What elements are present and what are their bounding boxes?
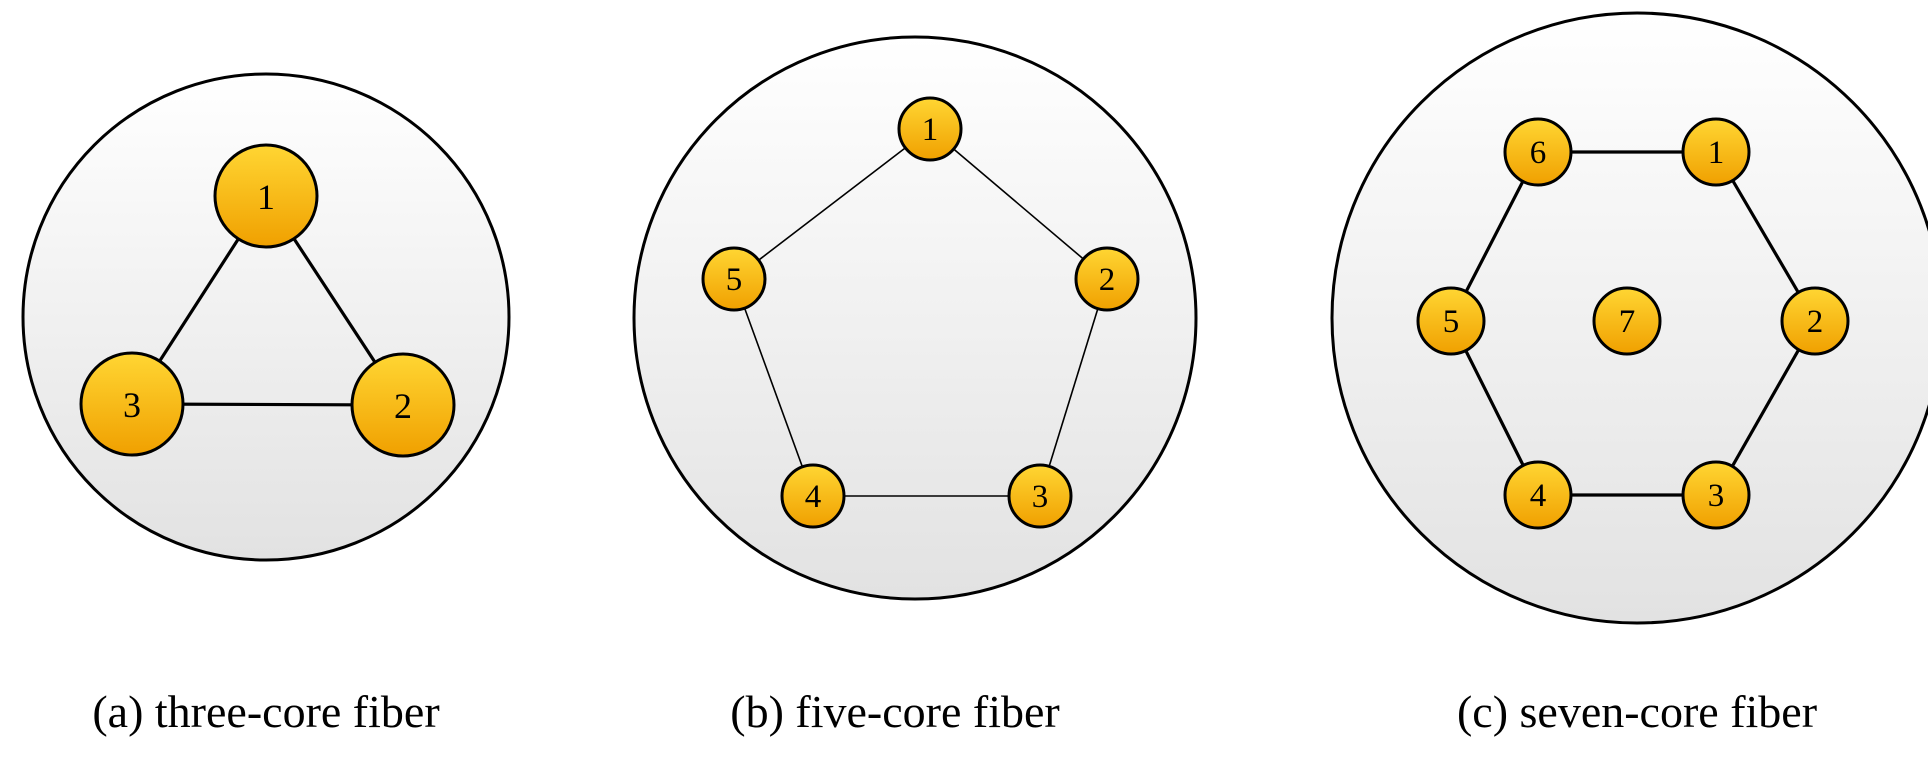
core-label: 1 xyxy=(922,112,939,148)
coupling-link-1-2 xyxy=(929,128,1108,280)
core-circle xyxy=(1503,117,1573,187)
core-circle xyxy=(1007,463,1073,529)
core-label: 7 xyxy=(1619,304,1636,340)
fiber-core-7: 7 xyxy=(1592,286,1662,356)
core-label: 2 xyxy=(1807,304,1824,340)
fiber-core-3: 3 xyxy=(1007,463,1073,529)
core-circle xyxy=(1780,286,1850,356)
fiber-core-4: 4 xyxy=(1503,460,1573,530)
fiber-core-6: 6 xyxy=(1503,117,1573,187)
core-label: 3 xyxy=(1032,479,1049,515)
fiber-core-1: 1 xyxy=(1681,117,1751,187)
cladding-circle xyxy=(632,35,1198,601)
core-circle xyxy=(79,351,185,457)
coupling-link-2-3 xyxy=(1039,278,1108,497)
core-circle xyxy=(1503,460,1573,530)
core-label: 3 xyxy=(1708,478,1725,514)
fiber-core-2: 2 xyxy=(350,352,456,458)
panel-five-core: 1 2 3 4 5 xyxy=(632,35,1198,601)
core-circle xyxy=(897,96,963,162)
coupling-link-4-5 xyxy=(733,278,814,497)
fiber-core-1: 1 xyxy=(897,96,963,162)
core-circle xyxy=(1074,246,1140,312)
caption-seven-core: (c) seven-core fiber xyxy=(1457,686,1817,737)
core-label: 4 xyxy=(1530,478,1547,514)
fiber-core-2: 2 xyxy=(1074,246,1140,312)
core-circle xyxy=(350,352,456,458)
core-circle xyxy=(1681,117,1751,187)
fiber-core-1: 1 xyxy=(213,143,319,249)
core-circle xyxy=(1416,286,1486,356)
core-label: 4 xyxy=(805,479,822,515)
caption-three-core: (a) three-core fiber xyxy=(92,686,439,737)
caption-five-core: (b) five-core fiber xyxy=(730,686,1059,737)
core-circle xyxy=(1592,286,1662,356)
core-label: 3 xyxy=(123,385,141,425)
core-label: 5 xyxy=(726,262,743,298)
fiber-core-2: 2 xyxy=(1780,286,1850,356)
core-circle xyxy=(780,463,846,529)
core-label: 1 xyxy=(257,177,275,217)
coupling-link-5-1 xyxy=(733,128,931,280)
panel-three-core: 1 2 3 xyxy=(21,72,511,562)
fiber-core-3: 3 xyxy=(79,351,185,457)
fiber-core-4: 4 xyxy=(780,463,846,529)
core-circle xyxy=(701,246,767,312)
core-label: 1 xyxy=(1708,135,1725,171)
fiber-core-5: 5 xyxy=(701,246,767,312)
core-label: 5 xyxy=(1443,304,1460,340)
fiber-core-3: 3 xyxy=(1681,460,1751,530)
core-circle xyxy=(213,143,319,249)
core-label: 6 xyxy=(1530,135,1547,171)
core-circle xyxy=(1681,460,1751,530)
core-label: 2 xyxy=(394,386,412,426)
core-label: 2 xyxy=(1099,262,1116,298)
panel-seven-core: 1 2 3 4 5 6 7 xyxy=(1330,11,1928,625)
fiber-core-5: 5 xyxy=(1416,286,1486,356)
